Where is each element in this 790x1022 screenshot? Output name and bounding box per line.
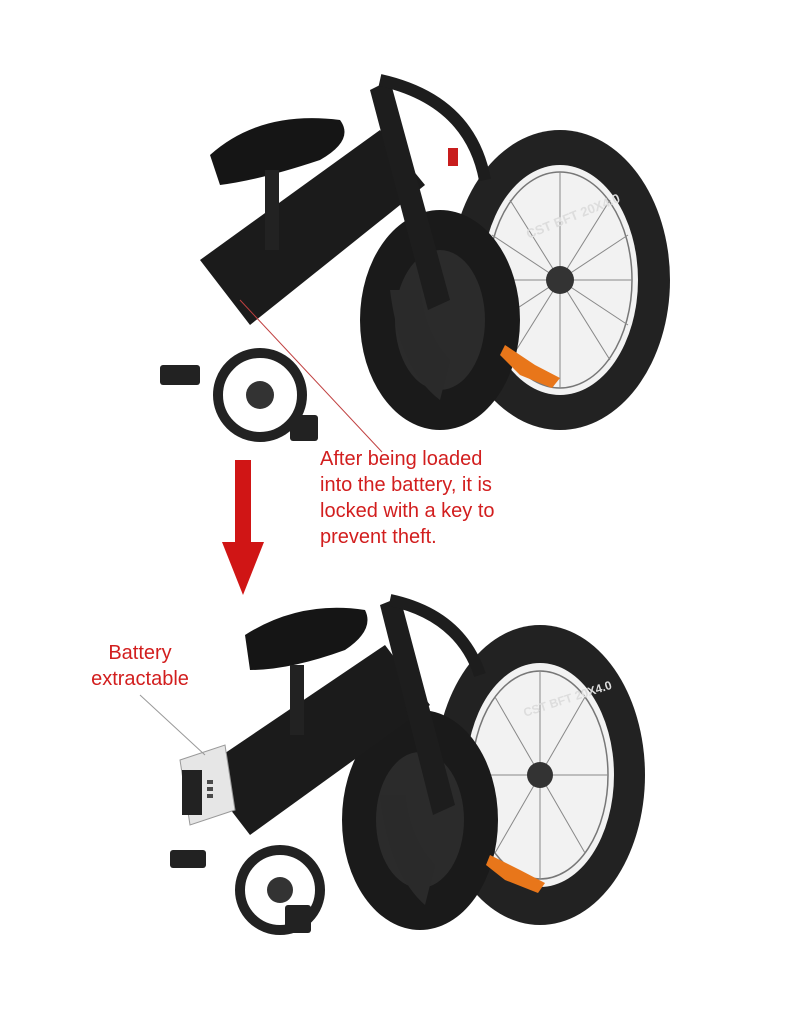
chainring: [235, 845, 325, 935]
folded-bike-battery-extracted: CST BFT 20X4.0: [170, 594, 645, 935]
orange-bracket: [486, 855, 545, 893]
pedal: [170, 850, 206, 868]
battery-annotation: Battery extractable: [91, 642, 189, 690]
frame-tube: [200, 645, 430, 835]
down-arrow-icon: [222, 460, 264, 595]
orange-bracket: [500, 345, 560, 388]
lock-annotation: After being loaded into the battery, it …: [320, 448, 495, 548]
battery-indicator-icon: [207, 780, 213, 798]
frame-tube: [200, 130, 425, 325]
saddle: [245, 607, 368, 670]
folded-bike-battery-locked: CST BFT 20X4.0: [160, 74, 670, 442]
saddle: [210, 118, 345, 185]
pedal: [160, 365, 200, 385]
